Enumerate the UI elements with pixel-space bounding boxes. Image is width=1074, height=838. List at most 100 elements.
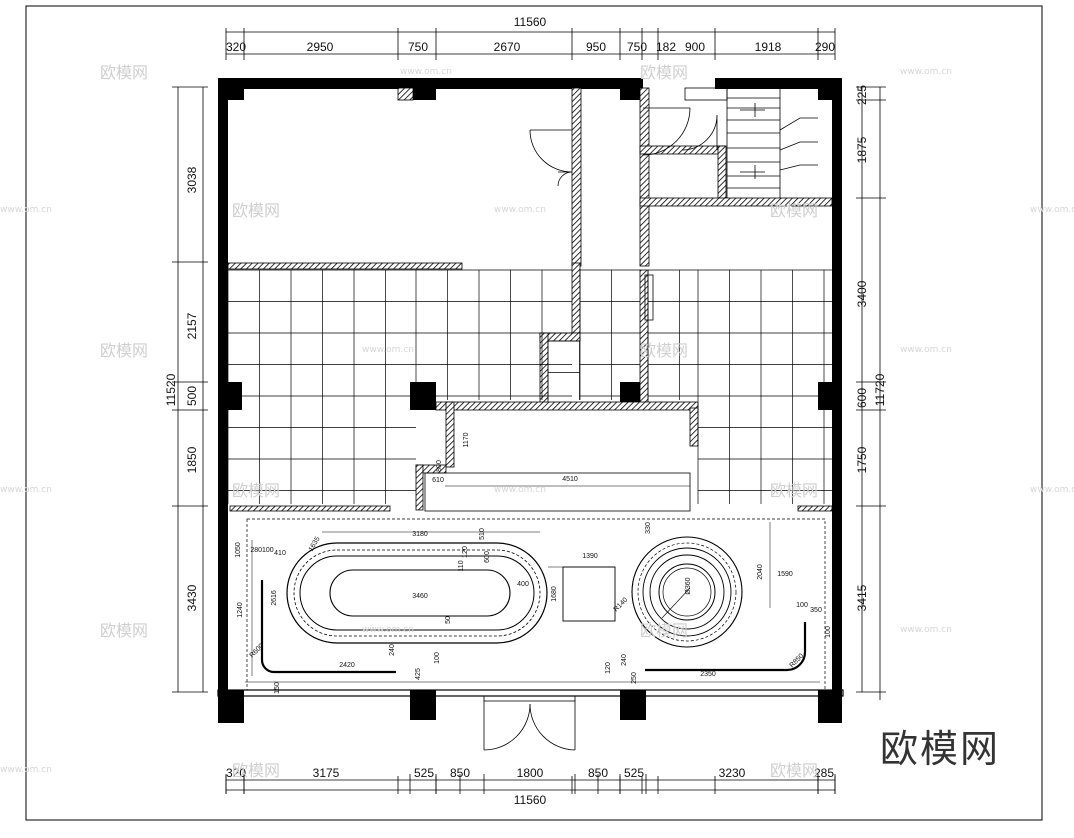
inner-label: 1590 [777, 571, 793, 578]
watermark-url: www.om.cn [494, 485, 546, 495]
right-dim: 225 [855, 85, 869, 105]
drawing-frame [25, 5, 1043, 821]
top-dim: 290 [815, 40, 835, 54]
inner-label: 610 [432, 477, 444, 484]
bottom-dim: 3230 [719, 766, 746, 780]
bottom-dim: 525 [414, 766, 434, 780]
staircase [726, 88, 818, 198]
inner-label: 110 [458, 560, 465, 571]
top-dim: 950 [586, 40, 606, 54]
watermark-logo: 欧模网 [770, 761, 818, 780]
right-dim: 1875 [855, 136, 869, 163]
inner-label: 100 [825, 626, 832, 638]
inner-label: 280100 [250, 547, 273, 554]
right-dim: 3415 [855, 584, 869, 611]
inner-label: 1170 [463, 432, 470, 447]
bottom-dim: 3175 [313, 766, 340, 780]
watermark-logo: 欧模网 [640, 621, 688, 640]
watermark-url: www.om.cn [494, 205, 546, 215]
left-dim: 500 [185, 386, 199, 406]
watermark-logo: 欧模网 [640, 341, 688, 360]
watermark-logo: 欧模网 [100, 341, 148, 360]
inner-label: 330 [645, 522, 652, 534]
watermark-url: www.om.cn [362, 345, 414, 355]
left-dim: 2157 [185, 312, 199, 339]
bottom-dim: 1800 [517, 766, 544, 780]
left-dim: 1850 [185, 446, 199, 473]
left-total-dim: 11520 [164, 373, 178, 406]
watermark-url: www.om.cn [362, 625, 414, 635]
inner-label: 120 [605, 662, 612, 674]
inner-label: 510 [479, 528, 486, 540]
bottom-dim: 850 [450, 766, 470, 780]
inner-label: 2420 [339, 662, 355, 669]
watermark-logo: 欧模网 [100, 621, 148, 640]
watermark-logo: 欧模网 [232, 481, 280, 500]
inner-label: 50 [445, 616, 452, 624]
left-dim: 3430 [185, 584, 199, 611]
top-dim: 1918 [755, 40, 782, 54]
watermarks: 欧模网 欧模网 欧模网 欧模网 欧模网 欧模网 欧模网 欧模网 欧模网 欧模网 … [0, 63, 1074, 780]
dimension-lines [172, 28, 886, 794]
watermark-logo: 欧模网 [100, 63, 148, 82]
inner-label: 410 [274, 550, 286, 557]
inner-label: 1390 [582, 553, 598, 560]
inner-label: 2616 [271, 590, 278, 606]
bottom-dim: 525 [624, 766, 644, 780]
right-dim: 1750 [855, 446, 869, 473]
watermark-url: www.om.cn [900, 625, 952, 635]
pool-room [245, 472, 826, 691]
walls [217, 78, 844, 723]
watermark-url: www.om.cn [1030, 205, 1074, 215]
top-dim: 2950 [307, 40, 334, 54]
top-dim: 182 [656, 40, 676, 54]
right-dim: 3400 [855, 280, 869, 307]
inner-label: 240 [621, 654, 628, 666]
watermark-url: www.om.cn [0, 765, 52, 775]
bottom-total-dim: 11560 [514, 793, 547, 807]
inner-label: 120 [462, 546, 469, 558]
bottom-dim: 285 [814, 766, 834, 780]
inner-label: 100 [434, 652, 441, 664]
watermark-url: www.om.cn [900, 345, 952, 355]
floor-tiles [227, 269, 832, 504]
bottom-dim: 320 [226, 766, 246, 780]
dimension-labels: 11560 320 2950 750 2670 950 750 182 900 … [164, 15, 887, 807]
inner-label: Ø360 [685, 577, 692, 594]
inner-label: 100 [796, 602, 808, 609]
inner-dimension-labels: 1170 800 610 4510 3180 510 1050 280100 4… [235, 432, 832, 693]
inner-label: 350 [810, 607, 822, 614]
inner-label: 150 [274, 682, 281, 694]
inner-label: 1240 [237, 602, 244, 618]
top-dim: 2670 [494, 40, 521, 54]
inner-label: 600 [484, 551, 491, 563]
watermark-logo: 欧模网 [770, 481, 818, 500]
watermark-url: www.om.cn [400, 67, 452, 77]
left-dim: 3038 [185, 166, 199, 193]
watermark-url: www.om.cn [0, 485, 52, 495]
inner-label: 2350 [700, 671, 716, 678]
inner-label: 4510 [562, 476, 578, 483]
watermark-logo: 欧模网 [770, 201, 818, 220]
inner-label: 3460 [412, 593, 428, 600]
right-total-dim: 11720 [873, 373, 887, 406]
inner-label: 250 [631, 672, 638, 684]
inner-label: 425 [415, 668, 422, 680]
watermark-logo: 欧模网 [640, 63, 688, 82]
watermark-logo: 欧模网 [232, 201, 280, 220]
brand-logo: 欧模网 [880, 727, 1000, 771]
top-dim: 320 [226, 40, 246, 54]
inner-label: 1050 [235, 542, 242, 558]
watermark-logo: 欧模网 [232, 761, 280, 780]
watermark-url: www.om.cn [900, 67, 952, 77]
inner-label: 1680 [551, 586, 558, 602]
right-dim: 600 [855, 388, 869, 408]
inner-label: 400 [517, 581, 529, 588]
inner-label: 1635 [308, 536, 322, 553]
bottom-dim: 850 [588, 766, 608, 780]
top-dim: 750 [627, 40, 647, 54]
top-total-dim: 11560 [514, 15, 547, 29]
inner-label: 3180 [412, 531, 428, 538]
watermark-url: www.om.cn [1030, 485, 1074, 495]
